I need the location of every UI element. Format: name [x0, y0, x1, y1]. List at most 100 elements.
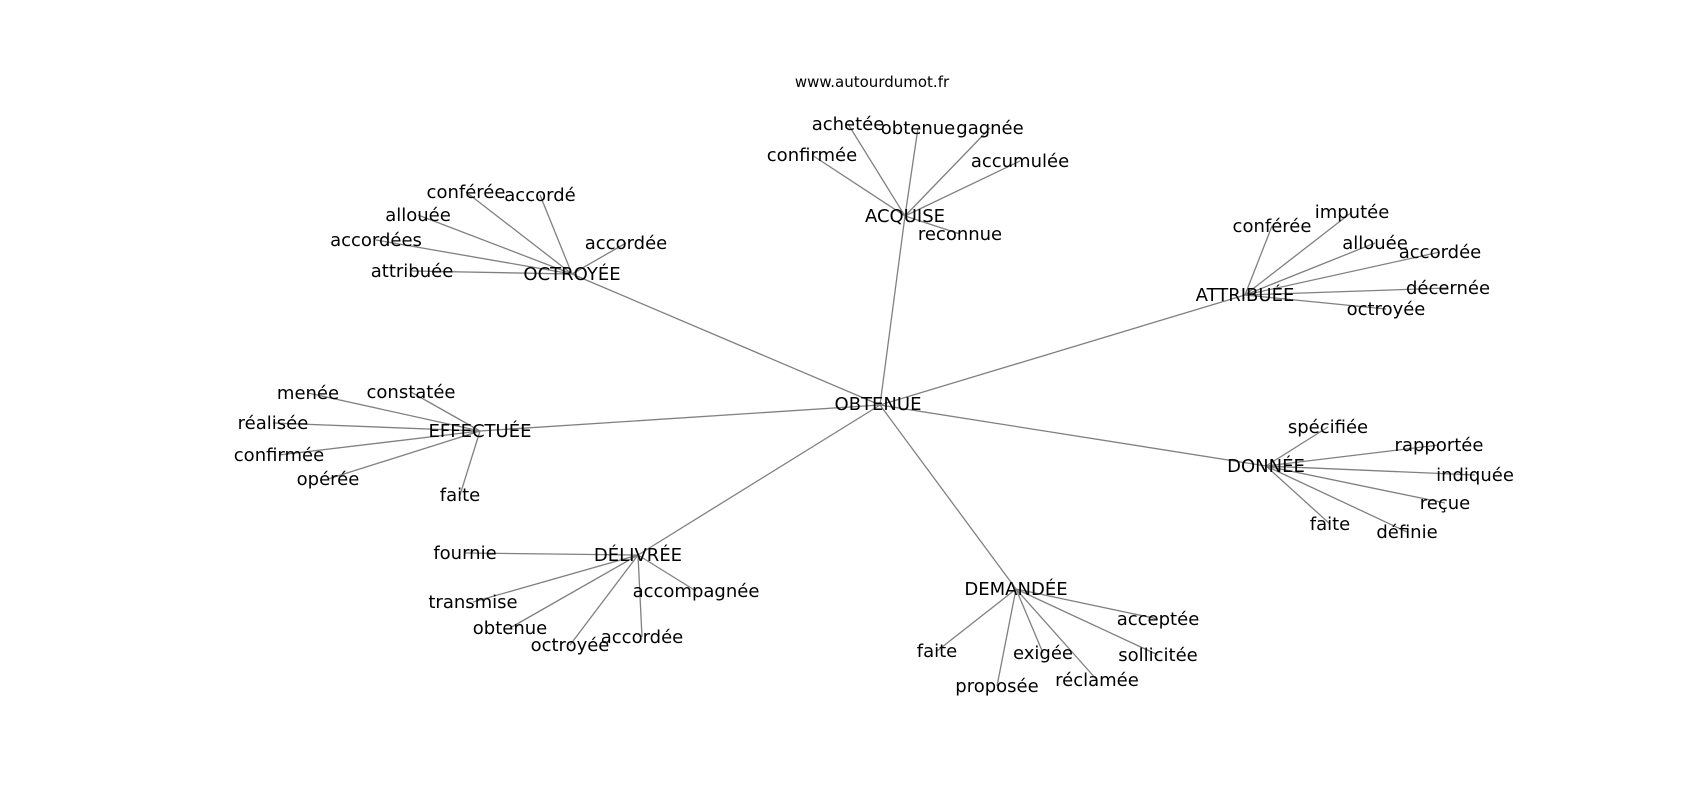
edge-center-to-hub	[879, 404, 1017, 590]
leaf-node-label: exigée	[1013, 643, 1073, 664]
leaf-node-label: accordées	[330, 230, 422, 251]
edge-hub-to-leaf	[465, 191, 573, 275]
edge-hub-to-leaf	[464, 552, 639, 556]
hub-node-label: DONNÉE	[1227, 455, 1305, 477]
leaf-node-label: indiquée	[1436, 465, 1514, 486]
leaf-node-label: faite	[1310, 514, 1351, 535]
edge-hub-to-leaf	[1265, 426, 1329, 467]
edge-hub-to-leaf	[847, 123, 906, 217]
leaf-node-label: allouée	[385, 205, 451, 226]
edges	[272, 123, 1476, 687]
hub-node-label: DÉLIVRÉE	[594, 544, 682, 566]
leaf-node-label: obtenue	[473, 618, 547, 639]
leaf-node-label: opérée	[297, 469, 360, 490]
hub-node-label: ACQUISE	[865, 206, 945, 227]
leaf-node-label: allouée	[1342, 233, 1408, 254]
leaf-node-label: accompagnée	[633, 581, 760, 602]
hub-node-label: OCTROYÉE	[523, 263, 620, 285]
leaf-node-label: reçue	[1420, 493, 1470, 514]
leaf-node-label: accordé	[504, 185, 575, 206]
edge-hub-to-leaf	[539, 194, 573, 275]
edge-hub-to-leaf	[1015, 588, 1098, 681]
edge-hub-to-leaf	[1015, 588, 1044, 654]
edge-hub-to-leaf	[410, 391, 481, 432]
labels: www.autourdumot.fr OBTENUE ACQUISE acheté…	[234, 73, 1514, 697]
edge-hub-to-leaf	[272, 422, 481, 432]
leaf-node-label: rapportée	[1395, 435, 1484, 456]
edge-hub-to-leaf	[307, 392, 481, 432]
leaf-node-label: réclamée	[1055, 670, 1139, 691]
leaf-node-label: constatée	[367, 382, 456, 403]
edge-hub-to-leaf	[637, 554, 697, 592]
edge-hub-to-leaf	[411, 270, 573, 275]
edge-hub-to-leaf	[904, 127, 919, 217]
edge-center-to-hub	[879, 294, 1246, 406]
leaf-node-label: conférée	[1233, 216, 1312, 237]
edge-hub-to-leaf	[1244, 211, 1353, 296]
edge-hub-to-leaf	[1265, 465, 1446, 504]
source-label: www.autourdumot.fr	[795, 73, 950, 91]
hub-node-label: DEMANDÉE	[964, 578, 1067, 600]
leaf-node-label: spécifiée	[1288, 417, 1368, 438]
edge-hub-to-leaf	[472, 554, 639, 603]
leaf-node-label: acceptée	[1117, 609, 1200, 630]
leaf-node-label: sollicitée	[1118, 645, 1198, 666]
edge-hub-to-leaf	[1244, 251, 1441, 296]
edge-center-to-hub	[879, 215, 906, 406]
leaf-node-label: faite	[917, 641, 958, 662]
edge-hub-to-leaf	[1244, 294, 1387, 310]
edge-hub-to-leaf	[811, 154, 906, 217]
leaf-node-label: obtenue	[881, 118, 955, 139]
leaf-node-label: confirmée	[767, 145, 857, 166]
hub-node-label: EFFECTUÉE	[429, 420, 532, 442]
edge-center-to-hub	[637, 404, 881, 556]
edge-center-to-hub	[479, 404, 881, 432]
leaf-node-label: imputée	[1315, 202, 1390, 223]
leaf-node-label: accordée	[1399, 242, 1482, 263]
leaf-node-label: octroyée	[531, 635, 610, 656]
leaf-node-label: confirmée	[234, 445, 324, 466]
edge-hub-to-leaf	[375, 239, 573, 275]
leaf-node-label: octroyée	[1347, 299, 1426, 320]
edge-hub-to-leaf	[904, 160, 1021, 217]
edge-hub-to-leaf	[459, 430, 481, 496]
edge-hub-to-leaf	[1265, 465, 1331, 525]
leaf-node-label: faite	[440, 485, 481, 506]
edge-hub-to-leaf	[571, 242, 627, 275]
leaf-node-label: accordée	[585, 233, 668, 254]
leaf-node-label: accumulée	[971, 151, 1069, 172]
center-node-label: OBTENUE	[835, 394, 922, 415]
leaf-node-label: transmise	[428, 592, 517, 613]
edge-hub-to-leaf	[1265, 444, 1440, 467]
edge-hub-to-leaf	[1265, 465, 1408, 533]
edge-hub-to-leaf	[1244, 225, 1273, 296]
edge-center-to-hub	[571, 273, 881, 406]
edge-hub-to-leaf	[996, 588, 1017, 687]
leaf-node-label: proposée	[955, 676, 1038, 697]
leaf-node-label: réalisée	[238, 413, 309, 434]
edge-hub-to-leaf	[904, 127, 991, 217]
leaf-node-label: accordée	[601, 627, 684, 648]
edge-hub-to-leaf	[569, 554, 639, 646]
edge-hub-to-leaf	[417, 214, 573, 275]
leaf-node-label: reconnue	[918, 224, 1002, 245]
leaf-node-label: gagnée	[956, 118, 1023, 139]
hub-node-label: ATTRIBUÉE	[1196, 284, 1295, 306]
leaf-node-label: conférée	[427, 182, 506, 203]
edge-hub-to-leaf	[327, 430, 481, 480]
edge-hub-to-leaf	[278, 430, 481, 456]
leaf-node-label: décernée	[1406, 278, 1490, 299]
leaf-node-label: définie	[1376, 522, 1437, 543]
leaf-node-label: attribuée	[371, 261, 454, 282]
edge-hub-to-leaf	[1015, 588, 1159, 620]
edge-center-to-hub	[879, 404, 1267, 467]
edge-hub-to-leaf	[936, 588, 1017, 652]
edge-hub-to-leaf	[1244, 287, 1449, 296]
edge-hub-to-leaf	[509, 554, 639, 629]
leaf-node-label: achetée	[812, 114, 885, 135]
edge-hub-to-leaf	[904, 215, 961, 235]
edge-hub-to-leaf	[1265, 465, 1476, 476]
edge-hub-to-leaf	[1015, 588, 1159, 656]
edge-hub-to-leaf	[1244, 242, 1376, 296]
